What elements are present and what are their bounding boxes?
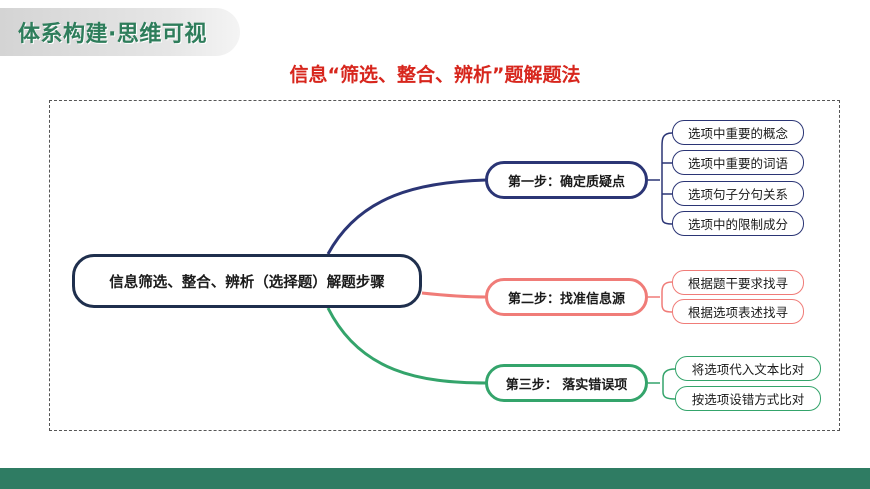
- step-3-leaf-bracket: [648, 368, 676, 400]
- header-band: [0, 8, 240, 56]
- mindmap-root-node: 信息筛选、整合、辨析（选择题）解题步骤: [72, 254, 422, 308]
- leaf-node-step1-2: 选项中重要的词语: [672, 150, 804, 175]
- footer-band: [0, 468, 870, 489]
- leaf-node-step1-3: 选项句子分句关系: [672, 181, 804, 206]
- step-1-leaf-bracket: [648, 132, 673, 225]
- leaf-node-step1-1: 选项中重要的概念: [672, 120, 804, 145]
- page-title: 信息“筛选、整合、辨析”题解题法: [289, 64, 581, 86]
- leaf-node-step3-2: 按选项设错方式比对: [675, 386, 821, 411]
- step-2-leaf-bracket: [648, 281, 673, 313]
- branch-connector-step-1: [326, 178, 487, 255]
- leaf-node-step3-1: 将选项代入文本比对: [675, 356, 821, 381]
- step-node-3: 第三步： 落实错误项: [485, 364, 648, 402]
- mindmap-frame: [49, 100, 840, 431]
- leaf-node-step1-4: 选项中的限制成分: [672, 211, 804, 236]
- step-node-1: 第一步：确定质疑点: [485, 161, 648, 199]
- step-node-2: 第二步：找准信息源: [485, 278, 648, 316]
- leaf-node-step2-1: 根据题干要求找寻: [672, 270, 804, 295]
- branch-connector-step-3: [326, 307, 487, 385]
- branch-connector-step-2: [421, 291, 487, 299]
- header-title: 体系构建·思维可视: [18, 22, 207, 47]
- leaf-node-step2-2: 根据选项表述找寻: [672, 299, 804, 324]
